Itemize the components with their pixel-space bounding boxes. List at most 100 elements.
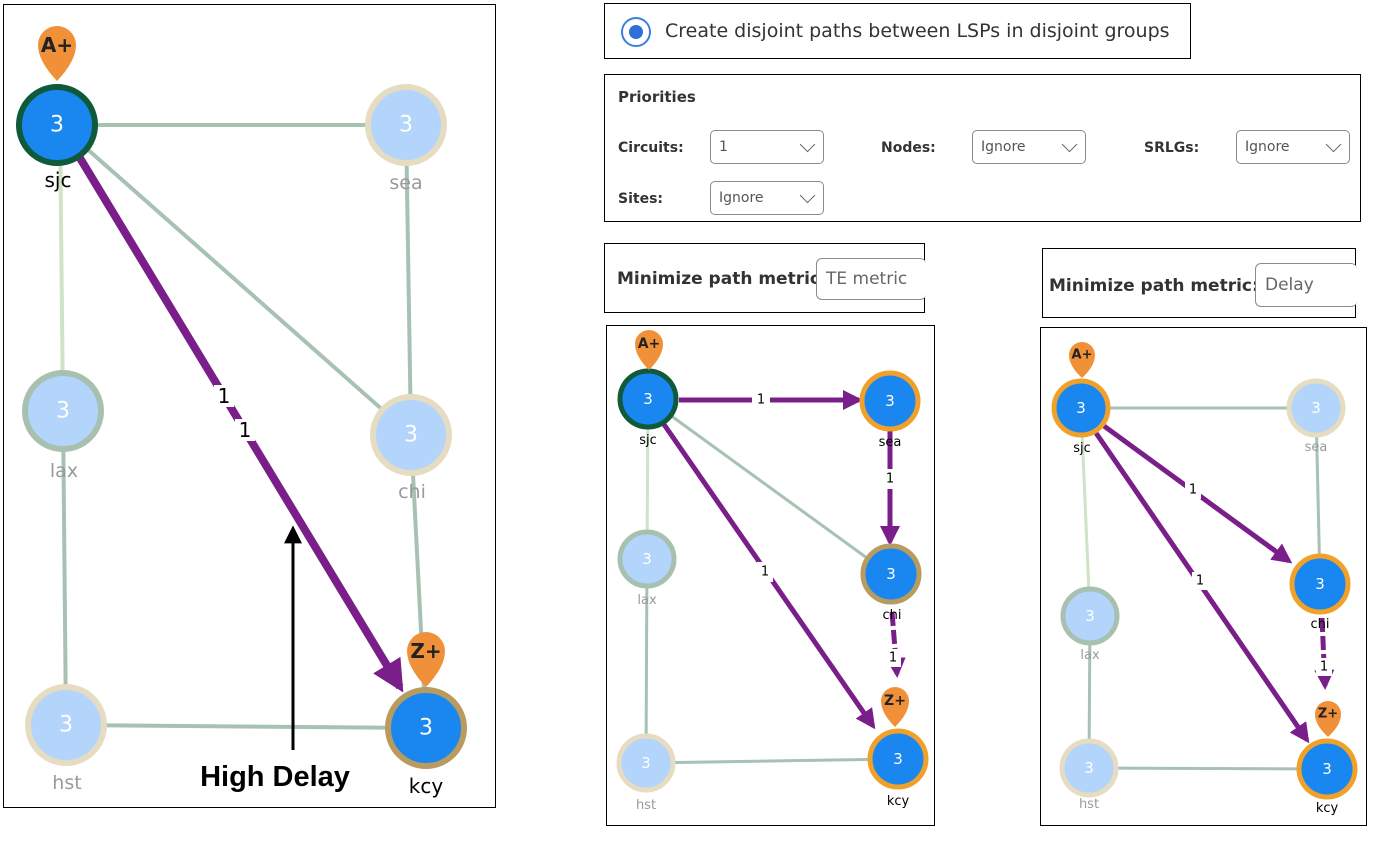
link-sjc-lax[interactable] xyxy=(58,124,65,412)
node-label-hst: hst xyxy=(52,772,81,794)
node-label-lax: lax xyxy=(637,593,657,608)
disjoint-groups-label: Create disjoint paths between LSPs in di… xyxy=(665,20,1170,42)
svg-text:Z+: Z+ xyxy=(884,693,906,709)
topology-left-svg: 1 1 3 sjc 3 sea 3 lax 3 chi 3 hst xyxy=(16,26,467,798)
node-label-kcy: kcy xyxy=(1316,801,1339,816)
nodes-select[interactable]: Ignore xyxy=(972,130,1086,164)
node-sea[interactable]: 3 sea xyxy=(365,84,447,194)
srlgs-select[interactable]: Ignore xyxy=(1236,130,1350,164)
metric-delay-select[interactable]: Delay xyxy=(1255,263,1357,307)
path-label-bg xyxy=(885,649,901,667)
path-label-bg xyxy=(1316,658,1332,676)
sites-value: Ignore xyxy=(719,190,764,206)
svg-text:3: 3 xyxy=(419,716,433,741)
path-label-bg xyxy=(235,419,255,441)
circuits-select[interactable]: 1 xyxy=(710,130,824,164)
svg-text:3: 3 xyxy=(642,550,652,568)
node-sea[interactable]: 3 sea xyxy=(1286,378,1346,455)
path-label: 1 xyxy=(1189,483,1197,498)
srlgs-label: SRLGs: xyxy=(1144,140,1200,156)
link-hst-kcy[interactable] xyxy=(65,723,427,730)
node-sjc[interactable]: 3 sjc xyxy=(16,84,98,192)
chevron-down-icon xyxy=(799,187,816,204)
path-label: 1 xyxy=(889,651,897,666)
node-kcy[interactable]: 3 kcy xyxy=(867,728,929,809)
node-hst[interactable]: 3 hst xyxy=(1059,738,1119,812)
pin-a-icon: A+ xyxy=(635,330,663,370)
link-hst-kcy[interactable] xyxy=(645,757,898,765)
topology-panel-delay: 1 1 1 3 sjc 3 sea 3 lax 3 chi 3 hst xyxy=(1040,327,1367,826)
metric-delay-value: Delay xyxy=(1265,275,1314,295)
node-label-chi: chi xyxy=(1311,617,1330,632)
link-hst-kcy[interactable] xyxy=(1088,766,1326,771)
path-label-bg xyxy=(1185,481,1201,499)
disjoint-groups-radio[interactable] xyxy=(621,17,651,47)
svg-text:3: 3 xyxy=(56,399,70,424)
path-label-bg xyxy=(757,562,773,582)
link-sea-chi[interactable] xyxy=(404,124,413,436)
svg-text:3: 3 xyxy=(886,565,896,583)
node-lax[interactable]: 3 lax xyxy=(1060,586,1120,663)
path-label: 1 xyxy=(239,418,252,442)
disjoint-groups-option[interactable]: Create disjoint paths between LSPs in di… xyxy=(604,3,1191,59)
metric-te-value: TE metric xyxy=(826,269,908,289)
path-label-bg xyxy=(882,469,898,489)
sites-select[interactable]: Ignore xyxy=(710,181,824,215)
link-sjc-chi[interactable] xyxy=(647,397,890,576)
path-label: 1 xyxy=(1196,574,1204,589)
path-label: 1 xyxy=(761,565,769,580)
node-label-sea: sea xyxy=(1305,440,1328,455)
priorities-title: Priorities xyxy=(618,88,696,106)
metric-te-label: Minimize path metric: xyxy=(617,269,827,289)
node-lax[interactable]: 3 lax xyxy=(617,529,677,608)
svg-text:3: 3 xyxy=(399,113,413,138)
svg-text:3: 3 xyxy=(893,750,903,768)
pin-z-icon: Z+ xyxy=(881,687,909,727)
svg-text:A+: A+ xyxy=(1072,348,1093,363)
node-label-chi: chi xyxy=(398,481,426,503)
node-label-sea: sea xyxy=(879,435,902,450)
link-sjc-lax[interactable] xyxy=(1079,407,1092,617)
link-lax-hst[interactable] xyxy=(644,558,649,764)
svg-text:3: 3 xyxy=(885,392,895,410)
path-label-bg xyxy=(214,385,234,407)
node-lax[interactable]: 3 lax xyxy=(22,370,104,482)
node-label-sjc: sjc xyxy=(1073,441,1091,456)
path-label: 1 xyxy=(757,393,765,408)
metric-te-select[interactable]: TE metric xyxy=(816,258,926,300)
node-kcy[interactable]: 3 kcy xyxy=(1296,738,1358,816)
node-chi[interactable]: 3 chi xyxy=(860,543,922,623)
node-chi[interactable]: 3 chi xyxy=(370,394,452,503)
svg-text:3: 3 xyxy=(1076,399,1086,417)
svg-text:3: 3 xyxy=(1084,759,1094,777)
node-sjc[interactable]: 3 sjc xyxy=(1051,378,1111,456)
svg-text:3: 3 xyxy=(1322,760,1332,778)
node-label-hst: hst xyxy=(1079,797,1099,812)
path-label: 1 xyxy=(886,472,894,487)
svg-text:3: 3 xyxy=(1315,575,1325,593)
high-delay-label: High Delay xyxy=(200,761,350,793)
metric-delay-panel: Minimize path metric: Delay xyxy=(1042,248,1357,318)
node-hst[interactable]: 3 hst xyxy=(616,733,676,813)
node-sjc[interactable]: 3 sjc xyxy=(617,368,679,448)
circuits-label: Circuits: xyxy=(618,140,684,156)
node-label-lax: lax xyxy=(50,460,78,482)
lsp-path-chi-kcy[interactable] xyxy=(885,611,906,678)
node-hst[interactable]: 3 hst xyxy=(25,684,107,794)
path-label-bg xyxy=(752,389,770,409)
pin-z-icon: Z+ xyxy=(407,632,445,687)
node-label-hst: hst xyxy=(636,798,656,813)
svg-text:A+: A+ xyxy=(638,336,661,352)
pin-z-icon: Z+ xyxy=(1315,701,1341,737)
link-lax-hst[interactable] xyxy=(61,410,68,726)
node-kcy[interactable]: 3 kcy xyxy=(385,687,467,798)
svg-text:3: 3 xyxy=(50,113,64,138)
node-sea[interactable]: 3 sea xyxy=(859,370,921,450)
link-sjc-chi[interactable] xyxy=(58,123,413,437)
node-label-sjc: sjc xyxy=(639,433,657,448)
node-label-lax: lax xyxy=(1080,648,1100,663)
svg-text:3: 3 xyxy=(643,390,653,408)
svg-text:3: 3 xyxy=(404,423,418,448)
node-chi[interactable]: 3 chi xyxy=(1289,553,1351,632)
circuits-value: 1 xyxy=(719,139,728,155)
